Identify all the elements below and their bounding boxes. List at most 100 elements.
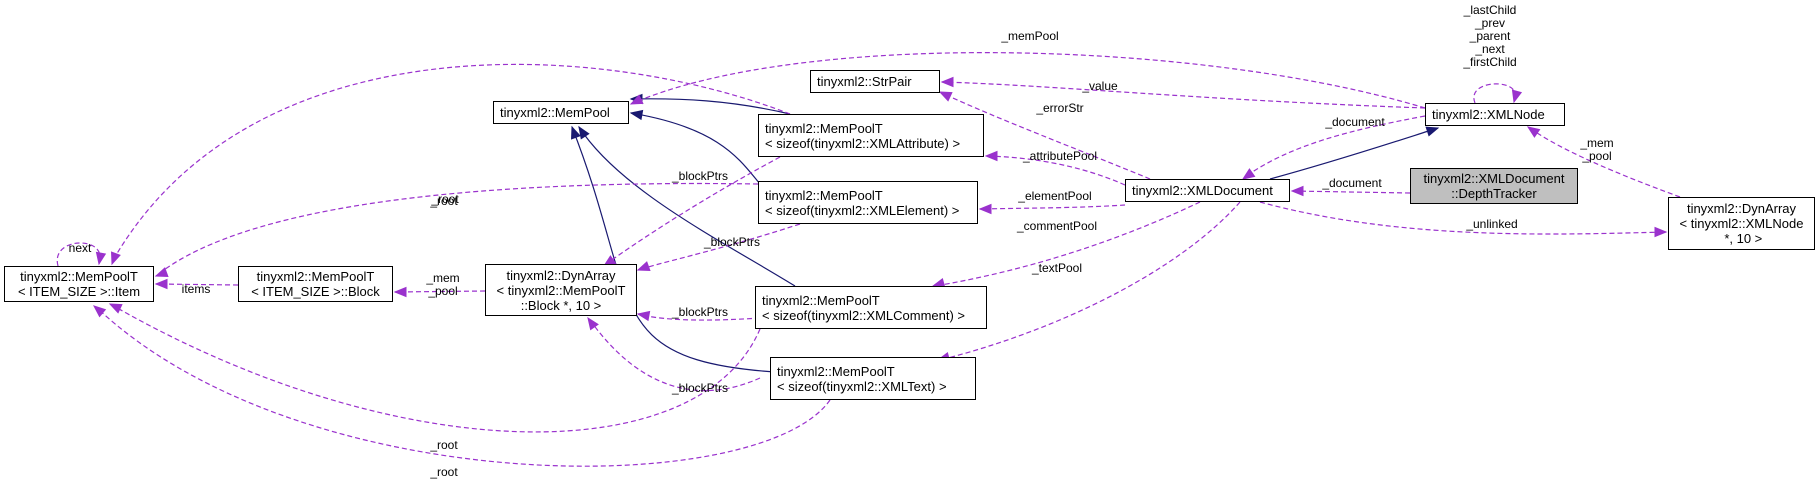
edge-label-line: next: [69, 241, 92, 255]
edge-label-e_blockptrs_attr: _blockPtrs: [671, 169, 728, 183]
node-xmlnode[interactable]: tinyxml2::XMLNode: [1425, 103, 1565, 126]
edge-e_blockptrs_text: [589, 319, 761, 392]
edge-label-e_document_node: _document: [1324, 115, 1385, 129]
edge-label-line: _document: [1321, 176, 1382, 190]
edge-e_root_comment: [111, 304, 761, 433]
node-dynarray-node[interactable]: tinyxml2::DynArray < tinyxml2::XMLNode *…: [1668, 197, 1815, 250]
arrowhead-e_root_text: [92, 305, 107, 318]
edge-e_unlinked: [1259, 201, 1667, 235]
edge-label-e_document_tracker: _document: [1321, 176, 1382, 190]
edge-label-e_textpool: _textPool: [1031, 261, 1082, 275]
edge-e_pool_attr_mempool: [630, 98, 791, 115]
edge-label-e_next: next: [69, 241, 92, 255]
edge-label-e_errorstr: _errorStr: [1035, 101, 1083, 115]
edge-label-e_root_comment: _root: [429, 438, 458, 452]
node-strpair[interactable]: tinyxml2::StrPair: [810, 70, 940, 93]
arrowhead-e_document_node: [1241, 168, 1256, 180]
node-mempoolt-text-line-2: < sizeof(tinyxml2::XMLText) >: [777, 378, 947, 394]
edge-label-e_root_elem: _root: [429, 194, 458, 208]
arrowhead-e_pool_elem_mempool: [629, 109, 644, 121]
edge-label-line: _attributePool: [1022, 149, 1097, 163]
arrowhead-e_self_node: [1511, 89, 1523, 104]
edge-label-e_attributepool: _attributePool: [1022, 149, 1097, 163]
node-mempoolt-attribute-line-2: < sizeof(tinyxml2::XMLAttribute) >: [765, 135, 961, 151]
arrowhead-e_unlinked: [1654, 226, 1668, 238]
edge-label-line: _root: [429, 194, 458, 208]
edge-label-line: _textPool: [1031, 261, 1082, 275]
edge-e_blockptrs_elem: [637, 223, 801, 271]
node-dynarray-block-line-1: tinyxml2::DynArray: [506, 267, 616, 283]
edge-e_mem_pool_node: [1529, 127, 1681, 198]
node-dynarray-block-line-2: < tinyxml2::MemPoolT: [496, 282, 626, 298]
node-mempoolt-element-line-2: < sizeof(tinyxml2::XMLElement) >: [765, 202, 960, 218]
arrowhead-e_blockptrs_comment: [636, 310, 651, 322]
arrowhead-e_attributepool: [984, 150, 998, 162]
edge-label-line: _unlinked: [1465, 217, 1517, 231]
edge-label-line: _root: [429, 438, 458, 452]
node-xmldocument[interactable]: tinyxml2::XMLDocument: [1125, 179, 1290, 202]
edge-label-e_blockptrs_elem: _blockPtrs: [703, 235, 760, 249]
edge-label-line: _lastChild: [1463, 3, 1517, 17]
arrowhead-e_root_attr: [111, 251, 121, 266]
arrowhead-e_mem_pool_node: [1526, 126, 1541, 138]
edge-e_next: [56, 242, 101, 267]
arrowhead-e_elementpool: [978, 203, 992, 215]
node-dynarray-node-line-2: < tinyxml2::XMLNode: [1679, 216, 1804, 231]
edge-label-line: _next: [1474, 42, 1505, 56]
arrowhead-e_pool_comment_mempool: [578, 125, 590, 140]
arrowhead-e_next: [95, 251, 107, 266]
edge-e_value: [941, 81, 1426, 109]
edge-e_document_node: [1244, 115, 1426, 178]
node-dynarray-node-line-1: tinyxml2::DynArray: [1686, 201, 1797, 216]
node-dynarray-block[interactable]: tinyxml2::DynArray < tinyxml2::MemPoolT …: [485, 264, 637, 316]
edge-e_document_tracker: [1291, 190, 1411, 194]
edge-e_attributepool: [985, 155, 1126, 186]
edge-label-e_value: _value: [1081, 79, 1118, 93]
node-mempoolt-comment[interactable]: tinyxml2::MemPoolT < sizeof(tinyxml2::XM…: [755, 286, 987, 329]
edge-label-line: _pool: [427, 284, 457, 298]
edge-e_blockptrs_attr: [605, 156, 781, 265]
node-mempool[interactable]: tinyxml2::MemPool: [493, 101, 629, 124]
edge-e_self_node: [1473, 83, 1516, 104]
node-xmlnode-line-1: tinyxml2::XMLNode: [1432, 107, 1545, 122]
edge-e_items: [155, 283, 239, 286]
edge-label-line: _pool: [1581, 149, 1611, 163]
edge-label-line: _firstChild: [1462, 55, 1516, 69]
edge-label-line: _value: [1081, 79, 1118, 93]
edge-label-e_items: items: [182, 282, 211, 296]
edge-e_elementpool: [979, 204, 1126, 210]
node-mempoolt-text[interactable]: tinyxml2::MemPoolT < sizeof(tinyxml2::XM…: [770, 357, 976, 400]
edge-e_mem_pool_block: [394, 290, 486, 293]
edge-label-line: _errorStr: [1035, 101, 1083, 115]
edge-e_errorstr: [941, 92, 1151, 180]
node-depthtracker[interactable]: tinyxml2::XMLDocument ::DepthTracker: [1410, 168, 1578, 204]
edge-label-line: items: [182, 282, 211, 296]
node-depthtracker-line-2: ::DepthTracker: [1451, 186, 1537, 201]
arrowhead-e_document_tracker: [1290, 185, 1304, 197]
edge-e_root_elem: [155, 182, 759, 277]
edge-e_doc_node: [1269, 127, 1439, 180]
arrowhead-e_mempool: [629, 94, 644, 105]
node-mempoolt-comment-line-2: < sizeof(tinyxml2::XMLComment) >: [762, 307, 966, 323]
edge-label-line: _commentPool: [1016, 219, 1097, 233]
node-xmldocument-line-1: tinyxml2::XMLDocument: [1132, 183, 1273, 198]
edge-label-line: _root: [429, 465, 458, 479]
arrowhead-e_blockptrs_text: [587, 316, 599, 331]
arrowhead-e_errorstr: [938, 91, 953, 102]
node-dynarray-block-line-3: ::Block *, 10 >: [520, 297, 602, 313]
node-item[interactable]: tinyxml2::MemPoolT < ITEM_SIZE >::Item: [4, 266, 154, 302]
edge-label-e_unlinked: _unlinked: [1465, 217, 1517, 231]
edge-label-line: _blockPtrs: [703, 235, 760, 249]
edge-label-line: _parent: [1469, 29, 1511, 43]
node-block[interactable]: tinyxml2::MemPoolT < ITEM_SIZE >::Block: [238, 266, 393, 302]
arrowhead-e_root_comment: [108, 303, 123, 314]
edge-e_commentpool: [934, 201, 1201, 287]
node-mempoolt-element[interactable]: tinyxml2::MemPoolT < sizeof(tinyxml2::XM…: [758, 181, 978, 224]
arrowhead-e_items: [154, 278, 168, 290]
node-strpair-line-1: tinyxml2::StrPair: [817, 74, 912, 89]
node-mempoolt-attribute[interactable]: tinyxml2::MemPoolT < sizeof(tinyxml2::XM…: [758, 114, 984, 157]
arrowhead-e_value: [940, 76, 954, 88]
node-depthtracker-line-1: tinyxml2::XMLDocument: [1423, 171, 1565, 186]
